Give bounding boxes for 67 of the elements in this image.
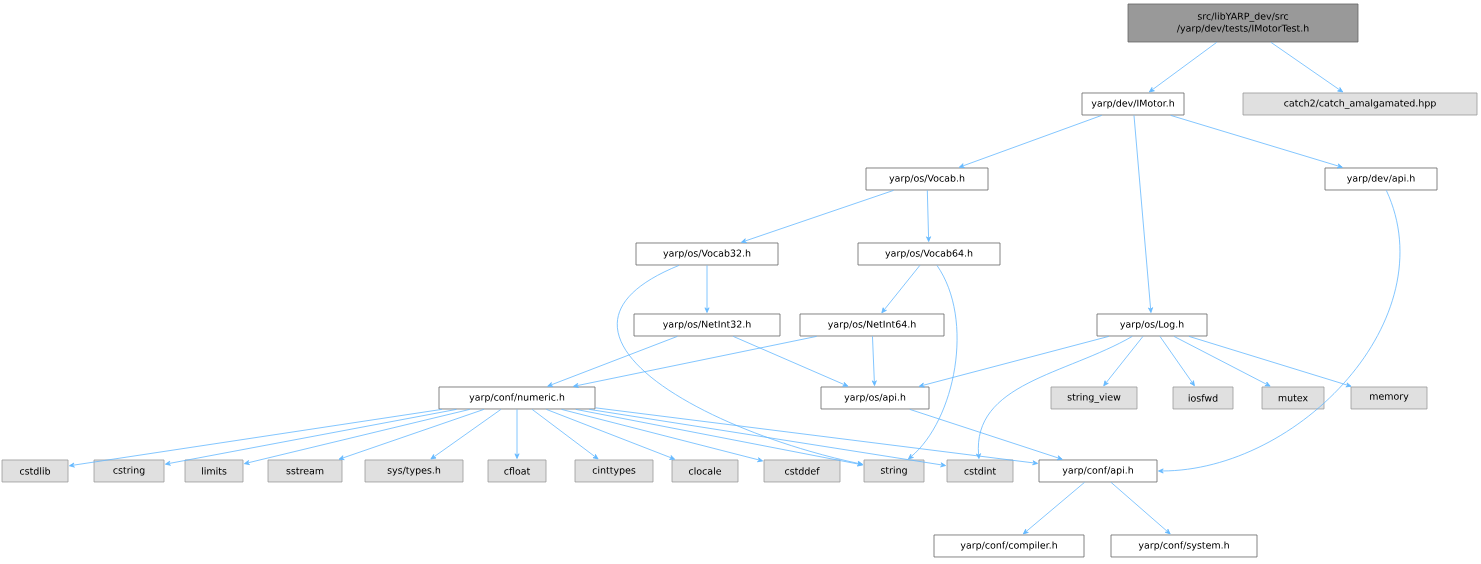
file-box: yarp/conf/system.h bbox=[1110, 534, 1258, 558]
arrow bbox=[1148, 42, 1218, 93]
arrow bbox=[881, 265, 921, 314]
arrow bbox=[244, 409, 471, 465]
file-box: yarp/conf/api.h bbox=[1038, 459, 1158, 483]
arrow bbox=[617, 265, 863, 466]
file-box: yarp/os/Vocab32.h bbox=[635, 242, 779, 266]
file-box: src/libYARP_dev/src /yarp/dev/tests/IMotorTest.h bbox=[1127, 3, 1359, 43]
arrow bbox=[976, 336, 1133, 459]
file-box: yarp/conf/numeric.h bbox=[438, 386, 596, 410]
arrow bbox=[430, 409, 502, 460]
arrow bbox=[704, 265, 710, 313]
file-box: yarp/os/NetInt32.h bbox=[633, 313, 781, 337]
arrow bbox=[958, 115, 1103, 168]
file-box: sstream bbox=[267, 459, 343, 483]
file-box: yarp/os/api.h bbox=[820, 386, 930, 410]
file-box: memory bbox=[1350, 386, 1428, 410]
arrow bbox=[918, 336, 1110, 388]
arrow bbox=[531, 409, 599, 460]
arrow bbox=[573, 336, 817, 388]
arrow bbox=[732, 336, 849, 387]
file-box: string_view bbox=[1050, 386, 1138, 410]
file-box: cstdint bbox=[946, 459, 1014, 483]
file-box: limits bbox=[184, 459, 244, 483]
file-box: cinttypes bbox=[574, 459, 654, 483]
arrow bbox=[1173, 336, 1271, 387]
file-box: sys/types.h bbox=[364, 459, 464, 483]
arrow bbox=[575, 409, 863, 467]
arrow bbox=[871, 336, 877, 386]
arrow bbox=[1159, 336, 1195, 387]
file-box: iosfwd bbox=[1172, 386, 1234, 410]
arrow bbox=[908, 265, 958, 460]
arrow bbox=[595, 407, 1038, 466]
arrow bbox=[588, 409, 946, 468]
file-box: yarp/os/Vocab64.h bbox=[857, 242, 1001, 266]
file-box: yarp/os/NetInt64.h bbox=[799, 313, 945, 337]
file-box: clocale bbox=[671, 459, 739, 483]
arrow bbox=[1103, 336, 1144, 387]
file-box: string bbox=[863, 459, 925, 483]
arrow bbox=[909, 409, 1063, 461]
file-box: yarp/os/Log.h bbox=[1096, 313, 1208, 337]
file-box: yarp/dev/IMotor.h bbox=[1081, 92, 1185, 116]
arrow bbox=[1188, 336, 1352, 388]
arrow bbox=[1170, 115, 1343, 169]
arrow bbox=[1158, 190, 1401, 474]
file-box: cfloat bbox=[487, 459, 547, 483]
arrow bbox=[1270, 42, 1344, 93]
file-box: cstdlib bbox=[1, 459, 69, 483]
arrow bbox=[338, 409, 485, 461]
arrow bbox=[741, 190, 894, 244]
file-box: yarp/os/Vocab.h bbox=[865, 167, 989, 191]
arrow bbox=[547, 336, 678, 387]
arrow bbox=[1110, 482, 1171, 535]
file-box: cstring bbox=[93, 459, 165, 483]
file-box: cstddef bbox=[763, 459, 841, 483]
arrow bbox=[69, 409, 443, 468]
file-box: catch2/catch_amalgamated.hpp bbox=[1242, 92, 1478, 116]
arrow bbox=[165, 409, 457, 466]
arrow bbox=[514, 409, 520, 459]
arrow bbox=[545, 409, 676, 460]
arrow bbox=[1022, 482, 1085, 535]
file-box: yarp/dev/api.h bbox=[1324, 167, 1438, 191]
arrow bbox=[561, 409, 764, 463]
arrow bbox=[926, 190, 931, 242]
arrow bbox=[1133, 115, 1153, 313]
file-box: mutex bbox=[1261, 386, 1325, 410]
file-box: yarp/conf/compiler.h bbox=[933, 534, 1085, 558]
